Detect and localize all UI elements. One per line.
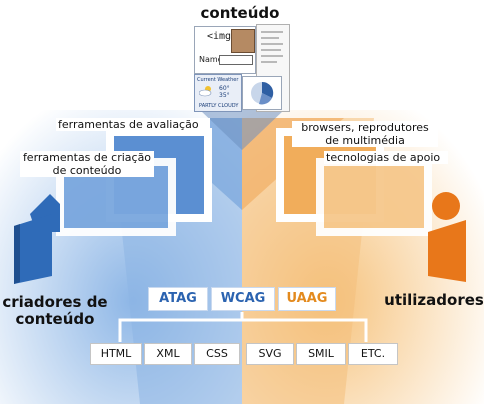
content-creators-title: criadores de conteúdo	[2, 293, 108, 328]
name-label: Name:	[199, 55, 226, 64]
doc-line	[261, 43, 283, 45]
user-head	[432, 192, 460, 220]
temp-high: 60°	[219, 85, 230, 92]
xml-box: XML	[144, 343, 192, 365]
creator-figure	[14, 214, 52, 284]
weather-temperatures: 60° 35°	[219, 85, 230, 99]
pie-chart-icon	[251, 81, 274, 105]
assistive-panel	[316, 158, 432, 236]
user-body	[428, 220, 466, 282]
doc-line	[261, 31, 283, 33]
assistive-tech-label: tecnologias de apoio	[324, 151, 448, 164]
face-photo	[231, 29, 255, 53]
browsers-label: browsers, reprodutores de multimédia	[292, 121, 438, 147]
wcag-box: WCAG	[211, 287, 275, 311]
weather-condition: PARTLY CLOUDY	[199, 103, 239, 109]
code-card: <img Name:	[194, 26, 256, 74]
svg-box: SVG	[246, 343, 294, 365]
cloud-icon	[199, 86, 212, 97]
name-field	[219, 55, 253, 65]
etc-box: ETC.	[348, 343, 398, 365]
content-collage: <img Name: Current Weather 60° 35° PARTL…	[194, 24, 290, 112]
atag-box: ATAG	[148, 287, 208, 311]
authoring-tools-label: ferramentas de criação de conteúdo	[20, 151, 154, 177]
weather-heading: Current Weather	[197, 77, 239, 83]
uaag-box: UAAG	[278, 287, 336, 311]
document-card	[256, 24, 290, 112]
content-title: conteúdo	[200, 4, 280, 22]
weather-card: Current Weather 60° 35° PARTLY CLOUDY	[194, 74, 242, 112]
doc-line	[261, 37, 279, 39]
evaluation-tools-label: ferramentas de avaliação	[56, 118, 210, 131]
users-title: utilizadores	[384, 291, 484, 309]
doc-line	[261, 55, 283, 57]
html-box: HTML	[90, 343, 142, 365]
top-center-triangle	[200, 110, 284, 150]
doc-line	[261, 61, 277, 63]
doc-line	[261, 49, 281, 51]
pie-chart-card	[242, 76, 282, 110]
creator-figure-shade	[14, 224, 20, 284]
smil-box: SMIL	[296, 343, 346, 365]
img-tag-text: <img	[207, 31, 232, 42]
temp-low: 35°	[219, 92, 230, 99]
css-box: CSS	[194, 343, 240, 365]
